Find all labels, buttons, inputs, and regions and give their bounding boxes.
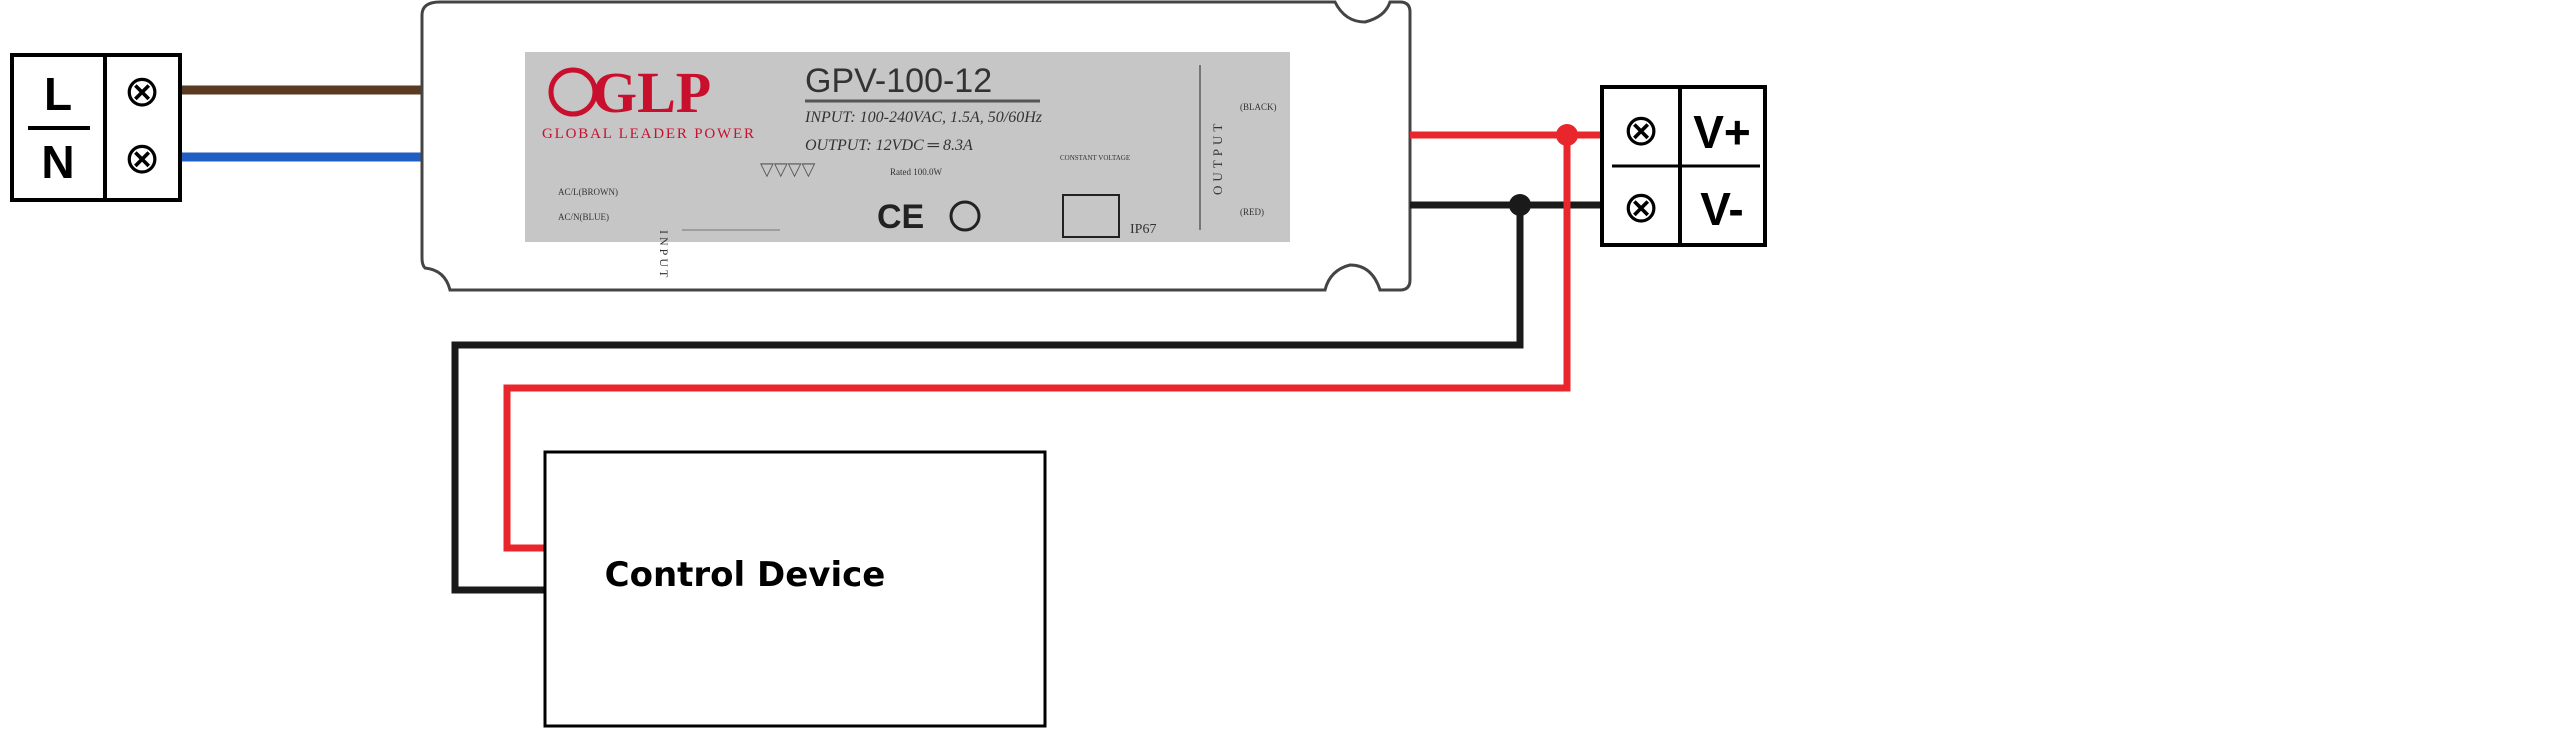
input-label: INPUT xyxy=(657,230,671,280)
output-label: OUTPUT xyxy=(1210,120,1225,195)
screw-icon: ⊗ xyxy=(124,134,161,183)
certification-icon xyxy=(1062,194,1120,238)
brand-full-name: GLOBAL LEADER POWER xyxy=(542,126,754,142)
terminal-label-v-plus: V+ xyxy=(1693,106,1751,158)
control-device-label: Control Device xyxy=(605,555,886,595)
output-spec: OUTPUT: 12VDC ═ 8.3A xyxy=(805,137,973,154)
ac-l-label: AC/L(BROWN) xyxy=(558,187,618,197)
model-number: GPV-100-12 xyxy=(805,62,992,100)
input-spec: INPUT: 100-240VAC, 1.5A, 50/60Hz xyxy=(804,109,1043,126)
output-red-label: (RED) xyxy=(1240,207,1264,217)
screw-icon: ⊗ xyxy=(124,67,161,116)
output-terminal-block: ⊗ ⊗ V+ V- xyxy=(1600,85,1767,247)
output-black-label: (BLACK) xyxy=(1240,102,1277,112)
black-junction xyxy=(1509,194,1531,216)
ac-n-label: AC/N(BLUE) xyxy=(558,212,609,222)
input-terminal-block: L N ⊗ ⊗ xyxy=(10,53,182,202)
power-supply: GLP GLOBAL LEADER POWER GPV-100-12 INPUT… xyxy=(420,0,1412,292)
temperature-icons: ▽▽▽▽ xyxy=(760,159,816,179)
terminal-label-n: N xyxy=(41,136,74,188)
terminal-label-v-minus: V- xyxy=(1700,183,1743,235)
red-control-wire xyxy=(503,135,1571,552)
ce-mark: CE xyxy=(877,198,924,236)
ip-rating: IP67 xyxy=(1130,222,1156,237)
screw-icon: ⊗ xyxy=(1623,106,1660,155)
globe-logo-icon xyxy=(548,67,598,117)
red-junction xyxy=(1556,124,1578,146)
product-label xyxy=(525,52,1290,242)
terminal-label-l: L xyxy=(44,68,72,120)
brand-logo: GLP xyxy=(592,60,711,125)
black-control-wire xyxy=(451,205,1524,594)
rated-power: Rated 100.0W xyxy=(890,167,942,177)
certification-icon xyxy=(949,200,981,232)
constant-voltage: CONSTANT VOLTAGE xyxy=(1060,154,1130,162)
screw-icon: ⊗ xyxy=(1623,183,1660,232)
control-device: Control Device xyxy=(543,450,1047,728)
